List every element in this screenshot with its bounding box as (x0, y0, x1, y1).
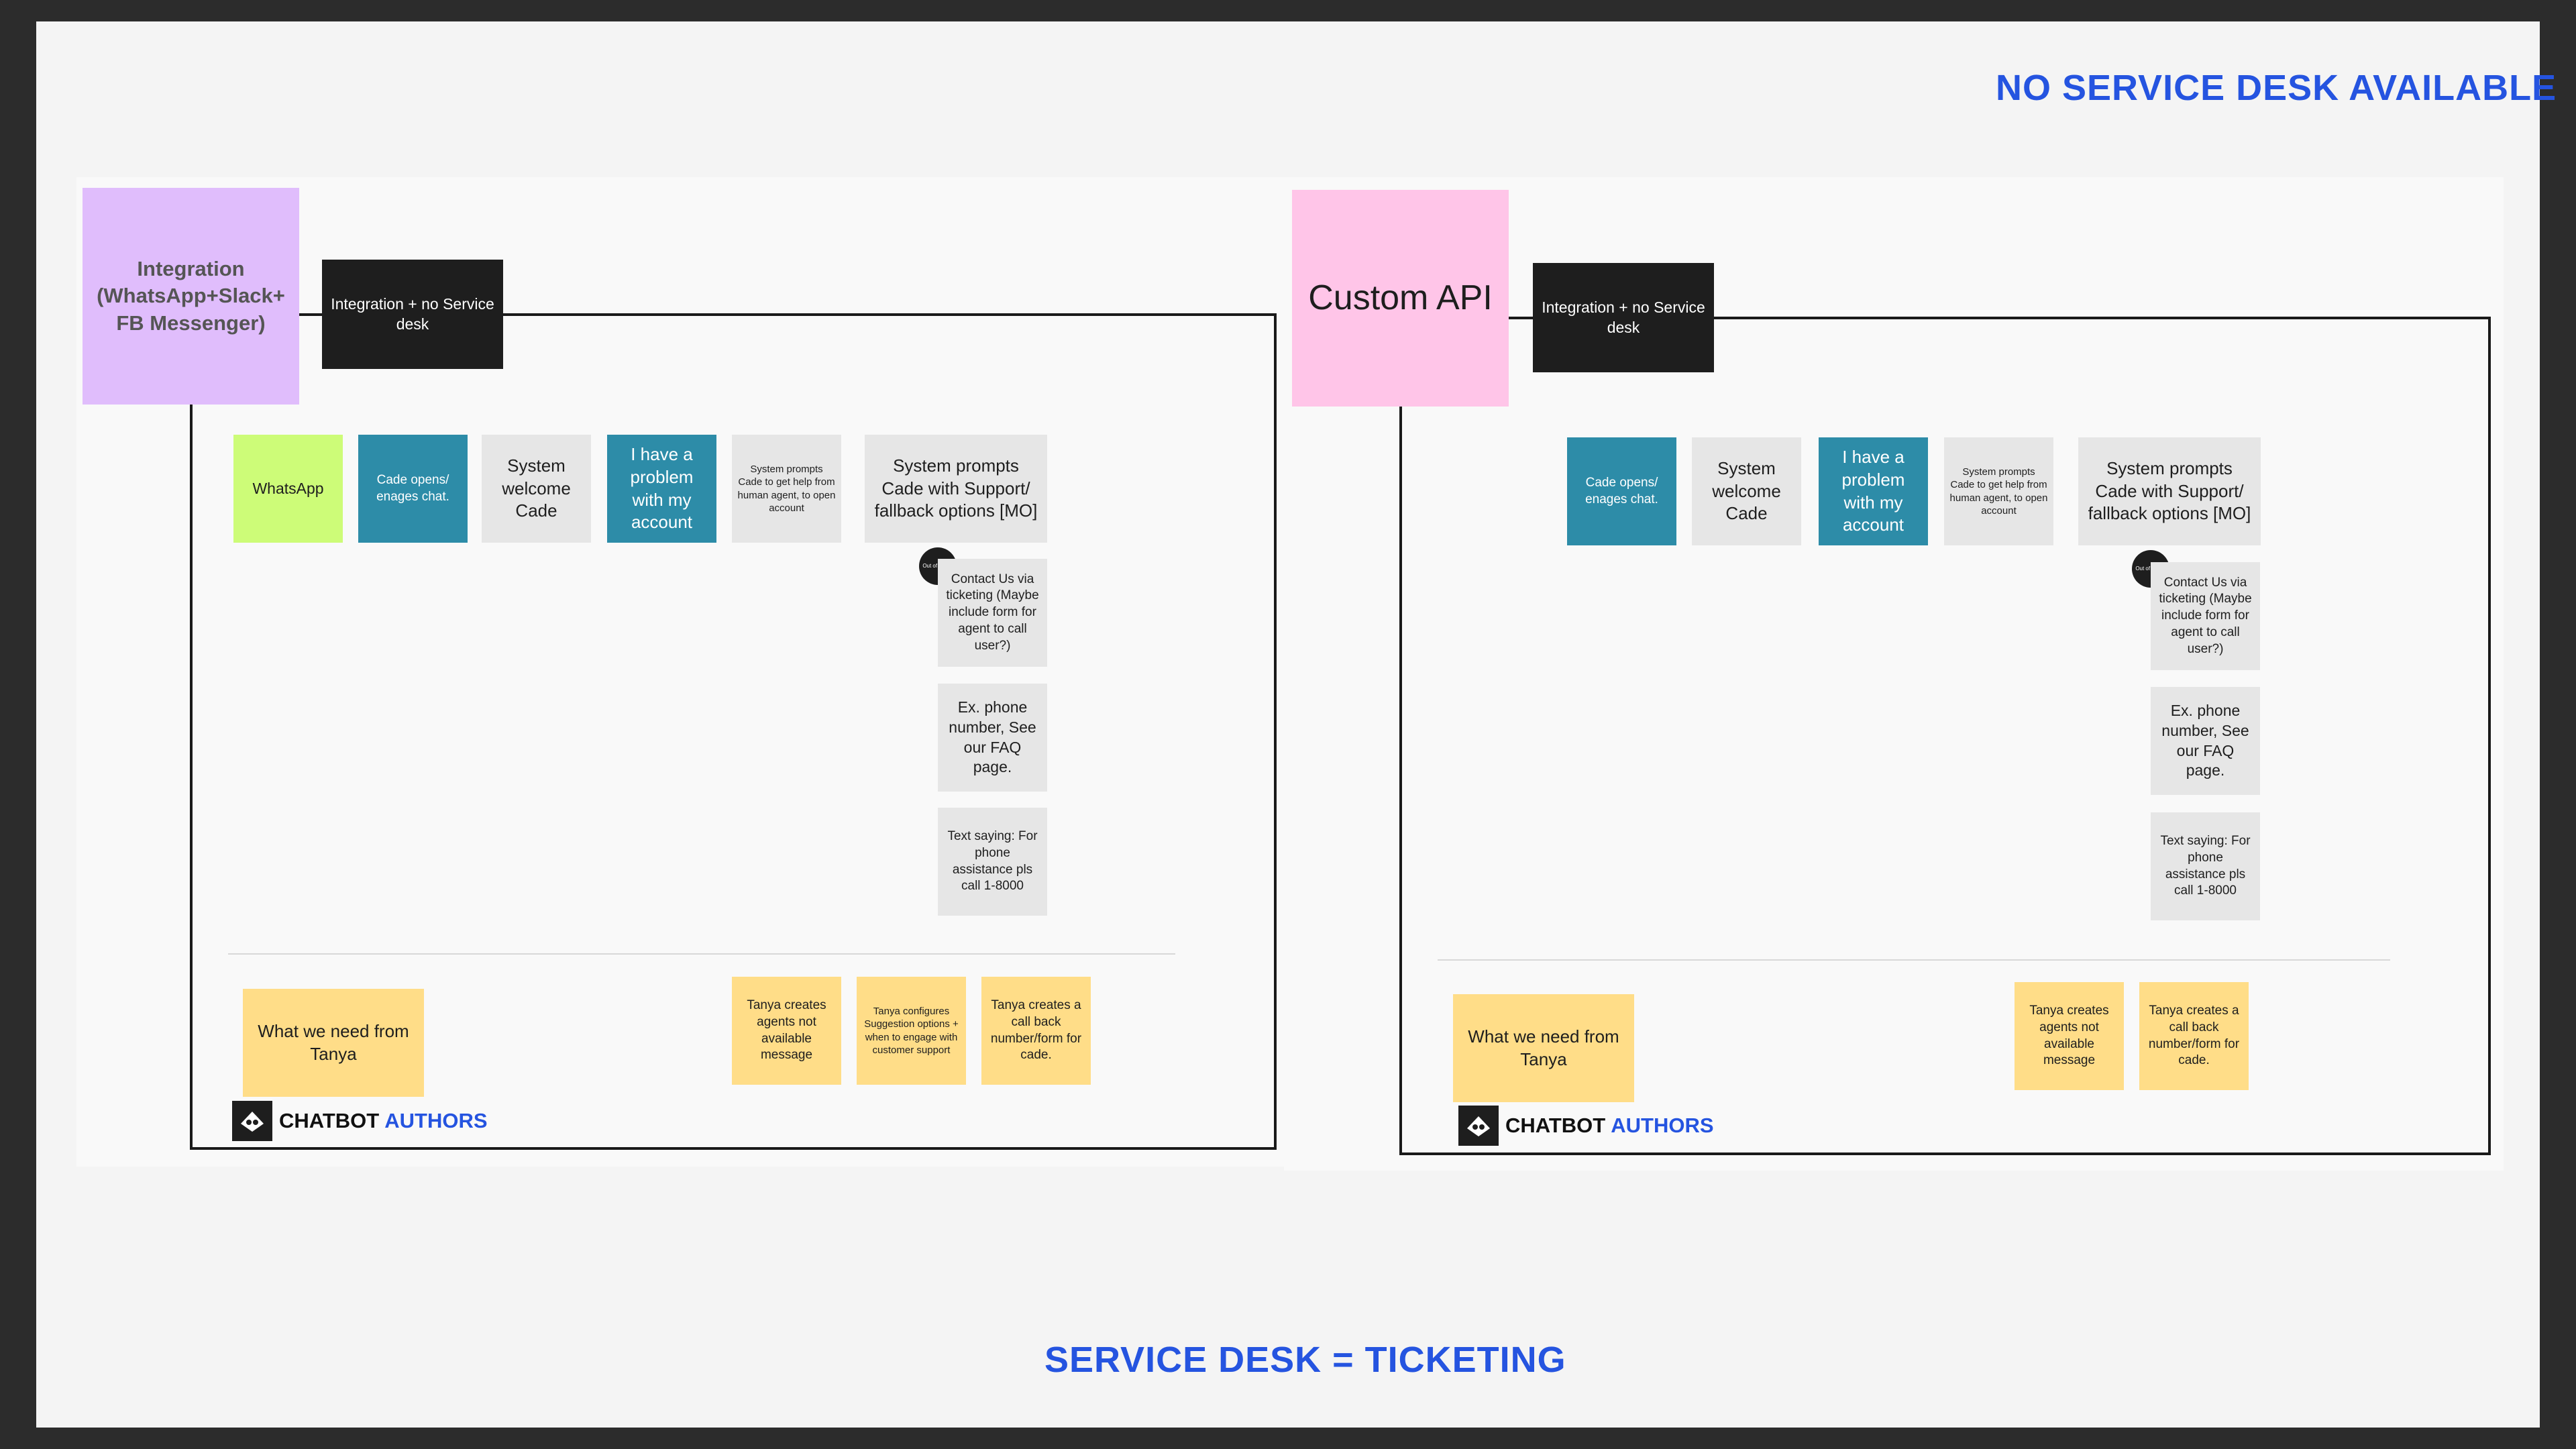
system-welcome-sticky[interactable]: System welcome Cade (482, 435, 591, 543)
heading-no-service-desk: NO SERVICE DESK AVAILABLE (1996, 68, 2557, 108)
right-chatbot-authors-logo: CHATBOT AUTHORS (1458, 1106, 1714, 1146)
tanya-needs-sticky[interactable]: What we need from Tanya (243, 989, 424, 1097)
right-agents-message-sticky[interactable]: Tanya creates agents not available messa… (2015, 982, 2124, 1090)
agents-message-sticky[interactable]: Tanya creates agents not available messa… (732, 977, 841, 1085)
frame-label: Integration + no Service desk (322, 260, 503, 369)
bot-face-icon (232, 1101, 272, 1141)
right-cade-opens-sticky[interactable]: Cade opens/ enages chat. (1567, 437, 1676, 545)
right-prompts-support-sticky[interactable]: System prompts Cade with Support/ fallba… (2078, 437, 2261, 545)
right-system-welcome-sticky[interactable]: System welcome Cade (1692, 437, 1801, 545)
bot-face-icon (1458, 1106, 1499, 1146)
problem-sticky[interactable]: I have a problem with my account (607, 435, 716, 543)
text-saying-sticky[interactable]: Text saying: For phone assistance pls ca… (938, 808, 1047, 916)
prompts-support-sticky[interactable]: System prompts Cade with Support/ fallba… (865, 435, 1047, 543)
right-prompts-help-sticky[interactable]: System prompts Cade to get help from hum… (1944, 437, 2053, 545)
custom-api-sticky[interactable]: Custom API (1292, 190, 1509, 407)
right-tanya-needs-sticky[interactable]: What we need from Tanya (1453, 994, 1634, 1102)
section-divider (228, 953, 1175, 955)
right-frame-label: Integration + no Service desk (1533, 263, 1714, 372)
chatbot-authors-logo: CHATBOT AUTHORS (232, 1101, 488, 1141)
prompts-help-sticky[interactable]: System prompts Cade to get help from hum… (732, 435, 841, 543)
phone-faq-sticky[interactable]: Ex. phone number, See our FAQ page. (938, 684, 1047, 792)
callback-sticky[interactable]: Tanya creates a call back number/form fo… (981, 977, 1091, 1085)
integration-sticky[interactable]: Integration (WhatsApp+Slack+ FB Messenge… (83, 188, 299, 405)
right-contact-us-sticky[interactable]: Contact Us via ticketing (Maybe include … (2151, 562, 2260, 670)
brand-name-part2: AUTHORS (384, 1109, 488, 1132)
cade-opens-sticky[interactable]: Cade opens/ enages chat. (358, 435, 468, 543)
right-frame (1399, 317, 2491, 1155)
heading-service-desk-ticketing: SERVICE DESK = TICKETING (1044, 1340, 1566, 1380)
right-section-divider (1438, 959, 2390, 961)
contact-us-sticky[interactable]: Contact Us via ticketing (Maybe include … (938, 559, 1047, 667)
suggestion-options-sticky[interactable]: Tanya configures Suggestion options + wh… (857, 977, 966, 1085)
right-problem-sticky[interactable]: I have a problem with my account (1819, 437, 1928, 545)
right-callback-sticky[interactable]: Tanya creates a call back number/form fo… (2139, 982, 2249, 1090)
right-text-saying-sticky[interactable]: Text saying: For phone assistance pls ca… (2151, 812, 2260, 920)
brand-name-part1: CHATBOT (279, 1109, 380, 1132)
right-phone-faq-sticky[interactable]: Ex. phone number, See our FAQ page. (2151, 687, 2260, 795)
right-brand-name-part2: AUTHORS (1611, 1114, 1714, 1137)
whatsapp-sticky[interactable]: WhatsApp (233, 435, 343, 543)
right-brand-name-part1: CHATBOT (1505, 1114, 1606, 1137)
left-frame (190, 313, 1277, 1150)
